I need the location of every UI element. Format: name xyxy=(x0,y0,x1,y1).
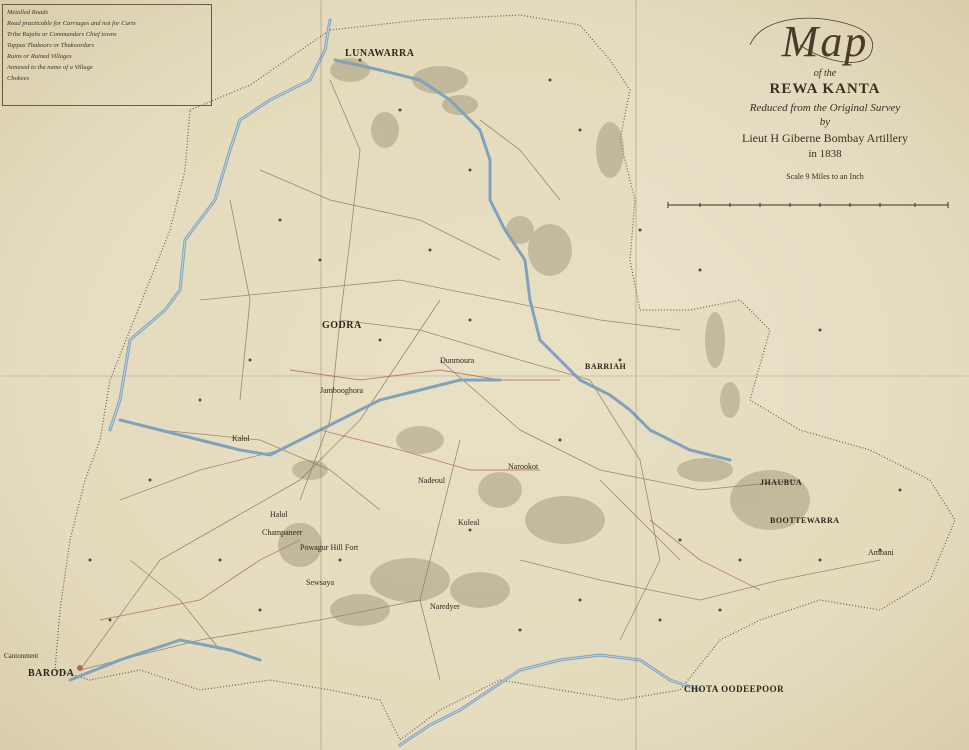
place-label[interactable]: Dunmoura xyxy=(440,356,475,365)
place-label[interactable]: Cantonment xyxy=(4,652,39,660)
place-label[interactable]: GODRA xyxy=(322,320,362,331)
red-roads xyxy=(99,369,761,621)
place-label[interactable]: Kuleal xyxy=(458,518,480,527)
place-label[interactable]: Ambani xyxy=(868,548,894,557)
place-label[interactable]: Kalol xyxy=(232,434,250,443)
title-flourish xyxy=(749,17,873,63)
legend-item: Annexed to the name of a Village xyxy=(7,64,93,71)
river-central xyxy=(118,378,502,457)
legend-item: Ruins or Ruined Villages xyxy=(7,53,72,60)
river-north-bend xyxy=(333,58,732,462)
legend-item: Chokees xyxy=(7,75,30,82)
territory-boundary xyxy=(54,14,956,741)
place-label[interactable]: Naredyer xyxy=(430,602,460,611)
legend-item: Road practicable for Carriages and not f… xyxy=(7,20,136,27)
place-label[interactable]: BARODA xyxy=(28,668,75,679)
place-label[interactable]: JHAUBUA xyxy=(760,478,803,487)
place-label[interactable]: CHOTA OODEEPOOR xyxy=(684,684,785,694)
roads xyxy=(79,79,881,681)
map-legend: Metalled Roads Road practicable for Carr… xyxy=(2,4,212,106)
legend-item: Metalled Roads xyxy=(7,9,48,16)
place-label[interactable]: Halol xyxy=(270,510,288,519)
paper-fold xyxy=(320,0,322,750)
river-banks xyxy=(109,19,701,746)
place-label[interactable]: Champaneer xyxy=(262,528,303,537)
paper-fold xyxy=(635,0,637,750)
place-label[interactable]: BOOTTEWARRA xyxy=(770,516,840,525)
place-label[interactable]: BARRIAH xyxy=(585,362,627,371)
village-markers xyxy=(77,58,902,671)
map-title-of: of the xyxy=(813,68,837,79)
hills xyxy=(278,58,810,626)
map-title-word: Map xyxy=(781,17,869,66)
map-title-block: Map of the REWA KANTA Reduced from the O… xyxy=(700,17,950,182)
place-label[interactable]: Sewsaya xyxy=(306,578,334,587)
place-label[interactable]: Jambooghora xyxy=(320,386,364,395)
scale-caption: Scale 9 Miles to an Inch xyxy=(786,172,864,181)
map-author: Lieut H Giberne Bombay Artillery xyxy=(742,131,908,145)
place-label[interactable]: Narookot xyxy=(508,462,539,471)
map-title-region: REWA KANTA xyxy=(769,81,881,97)
map-subtitle: Reduced from the Original Survey xyxy=(749,102,901,114)
river-west xyxy=(68,638,262,682)
legend-item: Tappas Thakoors or Thakoordars xyxy=(7,42,95,49)
legend-item: Tribe Rajahs or Commanders Chief towns xyxy=(7,31,117,38)
place-label[interactable]: Nadeoul xyxy=(418,476,446,485)
place-label[interactable]: Powagur Hill Fort xyxy=(300,543,359,552)
scale-bar xyxy=(667,202,949,208)
place-label[interactable]: LUNAWARRA xyxy=(345,48,415,59)
map-title-by: by xyxy=(819,116,831,128)
paper-fold xyxy=(0,375,969,377)
map-year: in 1838 xyxy=(808,148,842,160)
